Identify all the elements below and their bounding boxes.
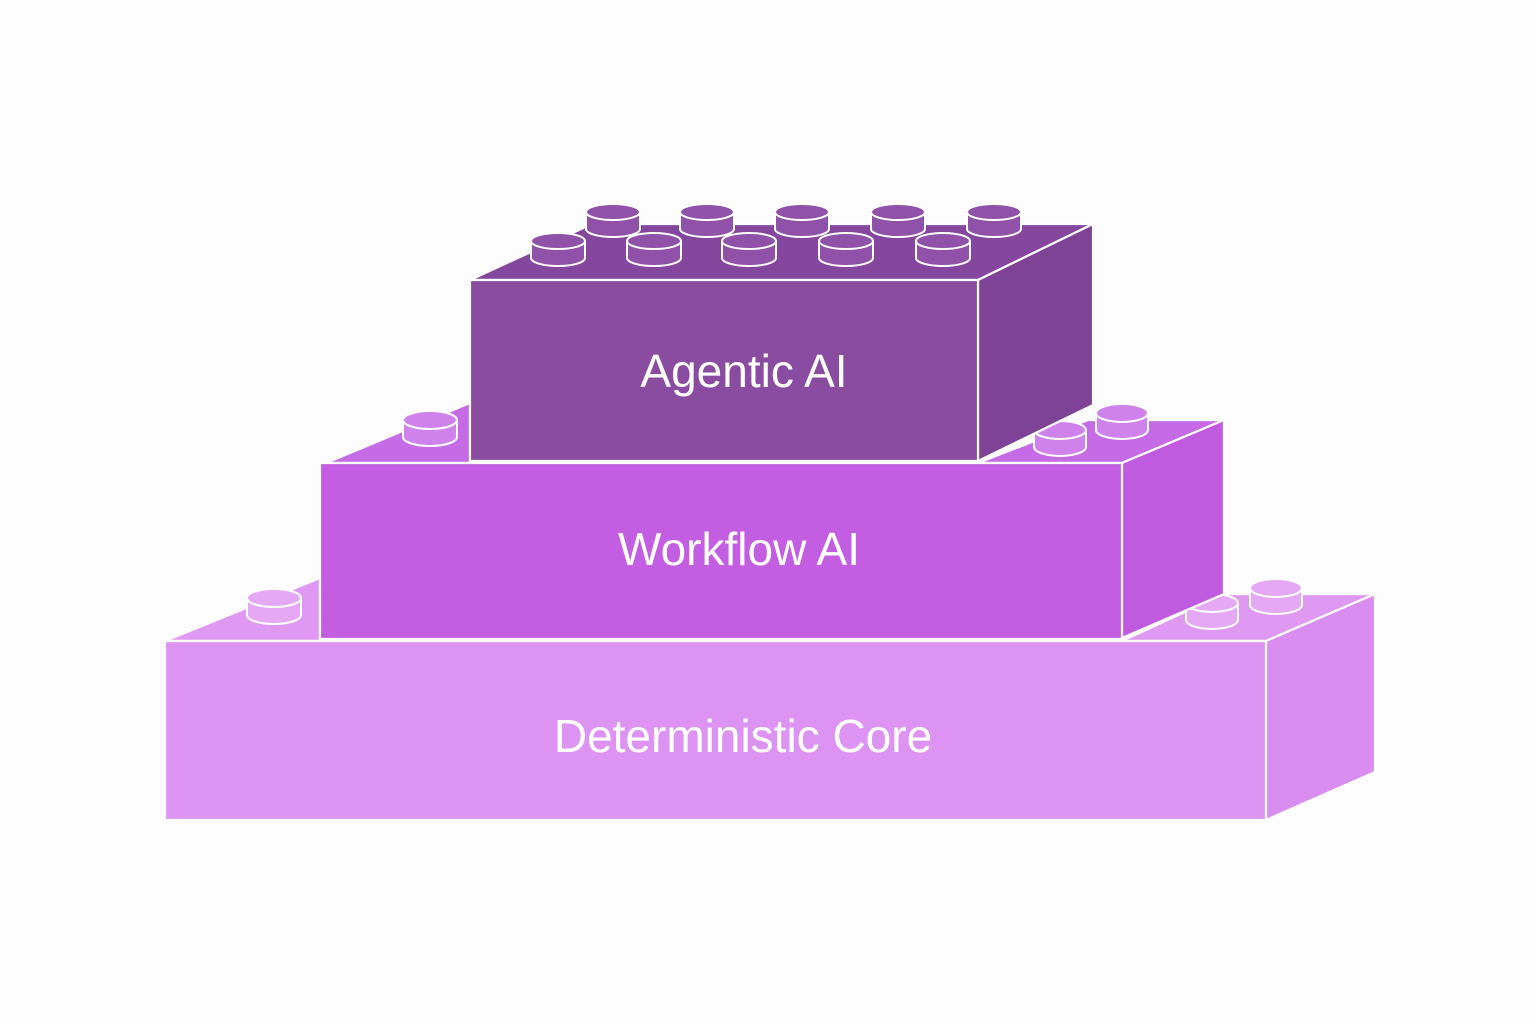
- brick-stud: [530, 232, 586, 267]
- brick-workflow-ai: Workflow AI: [318, 401, 1226, 641]
- brick-stud: [1095, 403, 1149, 440]
- brick-label-deterministic-core: Deterministic Core: [554, 710, 932, 762]
- brick-stud: [585, 203, 641, 238]
- stud-top: [585, 203, 641, 221]
- stud-top: [721, 232, 777, 250]
- stud-top: [1095, 403, 1149, 423]
- stud-group: [402, 403, 1149, 457]
- brick-stud: [915, 232, 971, 267]
- brick-front-face: [468, 278, 980, 463]
- brick-stud: [818, 232, 874, 267]
- stud-group: [246, 578, 1303, 630]
- brick-stud: [870, 203, 926, 238]
- brick-stud: [679, 203, 735, 238]
- brick-stud: [246, 588, 302, 625]
- brick-deterministic-core: Deterministic Core: [163, 576, 1377, 822]
- brick-stud: [774, 203, 830, 238]
- brick-front-face: [318, 461, 1124, 641]
- stud-top: [870, 203, 926, 221]
- brick-stud: [1249, 578, 1303, 615]
- brick-stud: [1185, 593, 1239, 630]
- brick-label-agentic-ai: Agentic AI: [640, 345, 847, 397]
- brick-stud: [626, 232, 682, 267]
- stud-top: [626, 232, 682, 250]
- brick-front-face: [163, 639, 1268, 822]
- brick-stud: [402, 410, 458, 447]
- stud-top: [530, 232, 586, 250]
- stud-top: [966, 203, 1022, 221]
- brick-agentic-ai: Agentic AI: [468, 203, 1095, 463]
- stud-top: [818, 232, 874, 250]
- brick-label-workflow-ai: Workflow AI: [618, 523, 860, 575]
- stud-top: [774, 203, 830, 221]
- brick-stud: [721, 232, 777, 267]
- stud-top: [246, 588, 302, 608]
- stud-top: [402, 410, 458, 430]
- stud-top: [1249, 578, 1303, 598]
- stud-top: [915, 232, 971, 250]
- stud-top: [679, 203, 735, 221]
- brick-stud: [966, 203, 1022, 238]
- stud-group: [530, 203, 1022, 267]
